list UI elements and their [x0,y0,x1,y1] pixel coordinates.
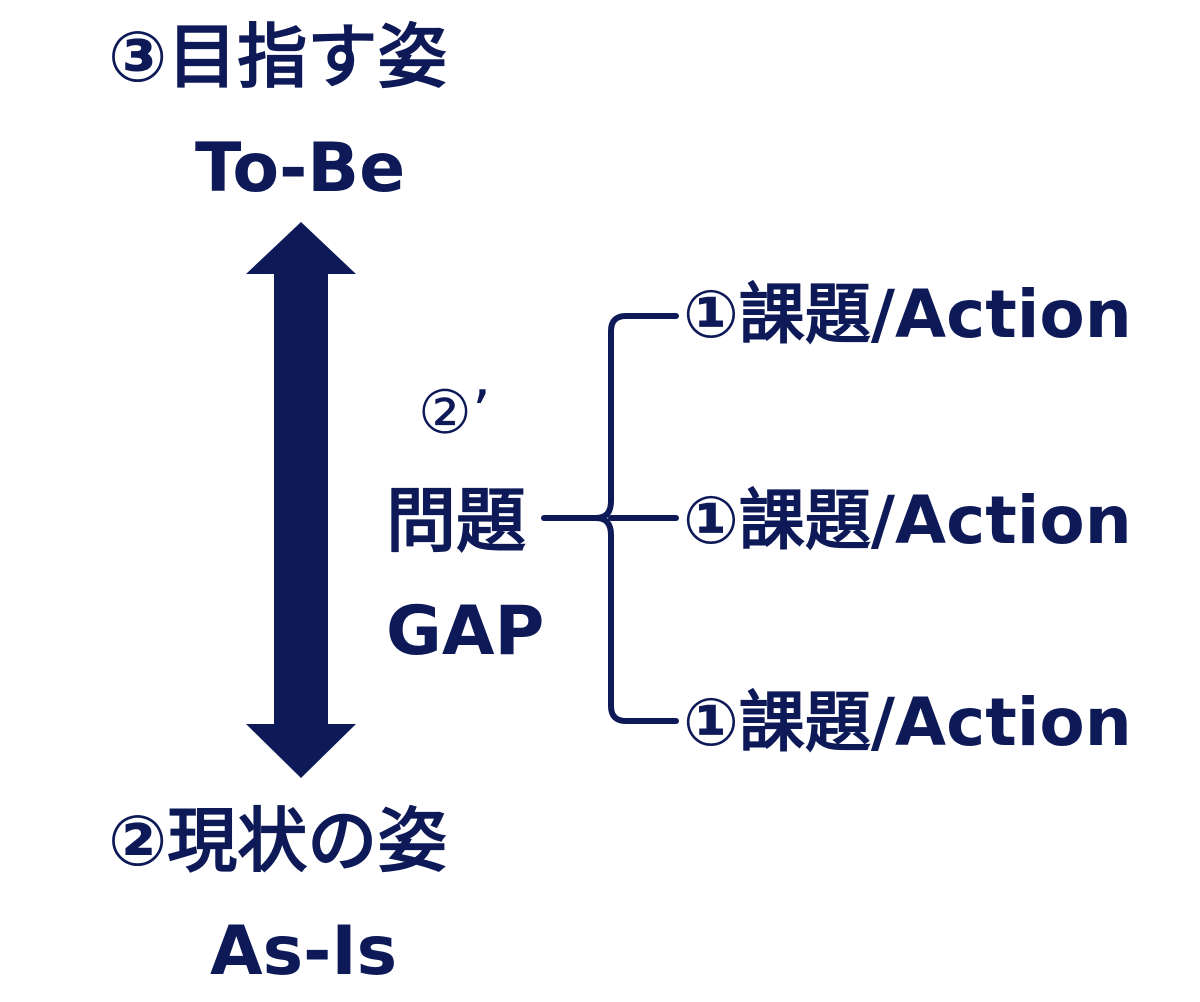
branch-bracket-icon [541,313,679,724]
gap-marker: ②’ [418,378,491,448]
double-headed-vertical-arrow-icon [246,222,356,778]
gap-label: GAP [386,592,545,671]
action-item: ①課題/Action [683,276,1132,353]
gap-problem-label: 問題 [386,480,526,562]
current-subtitle: As-Is [210,912,398,991]
goal-title: ③目指す姿 [108,16,448,98]
action-item: ①課題/Action [683,482,1132,559]
goal-subtitle: To-Be [195,129,406,208]
current-title: ②現状の姿 [108,800,448,882]
action-item: ①課題/Action [683,684,1132,761]
bracket-curly [593,313,679,724]
